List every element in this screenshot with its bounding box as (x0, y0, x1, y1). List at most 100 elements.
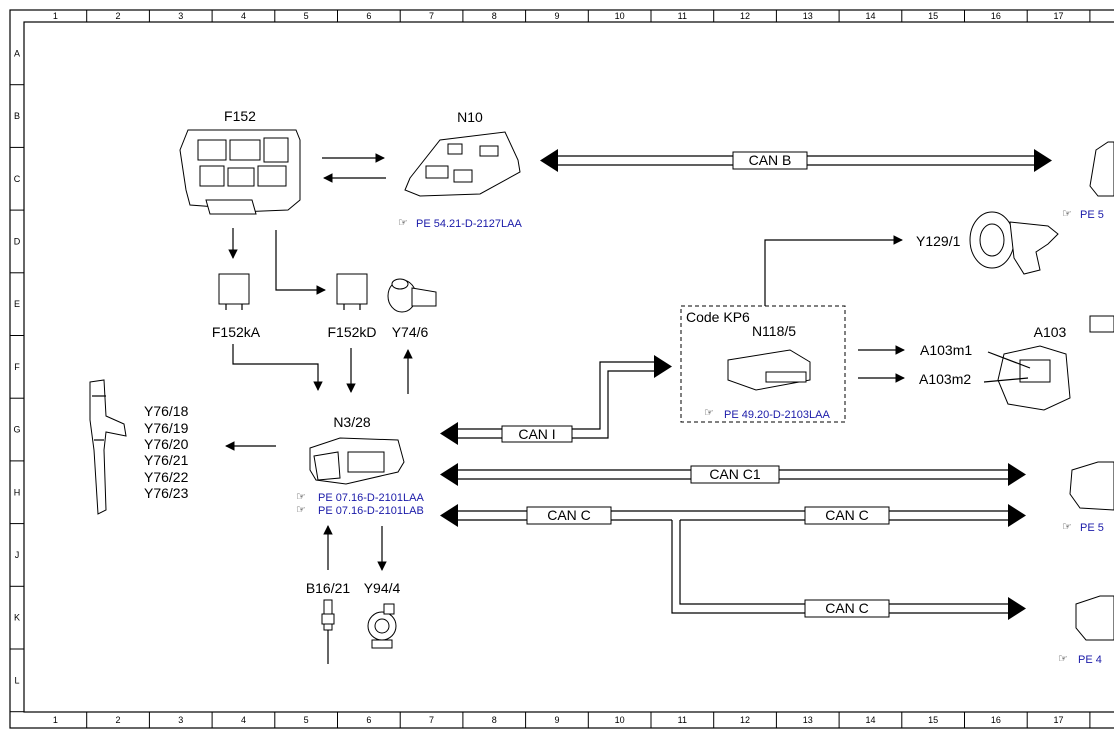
arrow-n118-to-y129 (764, 235, 903, 306)
row-label: J (15, 550, 20, 560)
module-n118-5-icon (727, 349, 811, 391)
valve-y74-6-icon (387, 278, 437, 313)
label-f152ka: F152kA (212, 324, 261, 340)
column-label: 17 (1054, 715, 1064, 725)
label-can-c1: CAN C1 (709, 466, 761, 482)
label-injector: Y76/21 (144, 452, 189, 468)
label-injector: Y76/23 (144, 485, 189, 501)
column-label: 1 (53, 11, 58, 21)
column-label: 12 (740, 715, 750, 725)
label-n10: N10 (457, 109, 483, 125)
injector-icon (89, 379, 127, 515)
label-injector: Y76/20 (144, 436, 189, 452)
label-code-kp6: Code KP6 (686, 309, 750, 325)
column-label: 8 (492, 715, 497, 725)
row-label: K (14, 613, 20, 623)
module-partial-mid-right-icon (1069, 461, 1114, 511)
row-label: E (14, 299, 20, 309)
column-label: 17 (1054, 11, 1064, 21)
column-label: 4 (241, 11, 246, 21)
column-label: 3 (178, 715, 183, 725)
valve-y94-4-icon (367, 603, 397, 649)
ref-link-right1[interactable]: PE 5 (1080, 209, 1104, 221)
relay-f152ka-icon (218, 273, 250, 310)
column-label: 6 (366, 11, 371, 21)
label-n3-28: N3/28 (333, 414, 371, 430)
row-label: F (14, 362, 20, 372)
label-can-c: CAN C (825, 507, 869, 523)
ref-icon-n3-b: ☞ (296, 504, 306, 516)
column-label: 5 (304, 11, 309, 21)
module-partial-top-right-icon (1089, 141, 1114, 197)
column-label: 9 (554, 11, 559, 21)
column-label: 15 (928, 11, 938, 21)
ref-icon-n3-a: ☞ (296, 491, 306, 503)
valve-y129-1-icon (969, 211, 1059, 275)
column-label: 13 (803, 715, 813, 725)
row-label: H (14, 487, 21, 497)
column-label: 4 (241, 715, 246, 725)
injector-labels: Y76/18 Y76/19 Y76/20 Y76/21 Y76/22 Y76/2… (144, 403, 189, 501)
label-injector: Y76/18 (144, 403, 189, 419)
ref-link-n3-b[interactable]: PE 07.16-D-2101LAB (318, 505, 424, 517)
column-label: 7 (429, 715, 434, 725)
ref-icon-n118: ☞ (704, 407, 714, 419)
column-label: 3 (178, 11, 183, 21)
row-label: D (14, 236, 21, 246)
column-label: 16 (991, 11, 1001, 21)
arrow-f152ka-to-n3 (232, 344, 323, 391)
label-a103m1: A103m1 (920, 342, 972, 358)
partial-box-right (1089, 315, 1114, 333)
label-b16-21: B16/21 (306, 580, 351, 596)
ref-icon-n10: ☞ (398, 217, 408, 229)
ref-link-right3[interactable]: PE 4 (1078, 654, 1102, 666)
ref-icon-right1: ☞ (1062, 208, 1072, 220)
ref-link-n118[interactable]: PE 49.20-D-2103LAA (724, 409, 830, 421)
row-label: L (14, 675, 19, 685)
actuator-a103-icon (983, 345, 1071, 411)
arrow-f152-to-f152kd (275, 230, 326, 295)
label-can-c: CAN C (825, 600, 869, 616)
column-label: 16 (991, 715, 1001, 725)
column-label: 2 (116, 11, 121, 21)
column-label: 5 (304, 715, 309, 725)
label-injector: Y76/19 (144, 420, 189, 436)
label-f152: F152 (224, 108, 256, 124)
column-label: 14 (865, 715, 875, 725)
label-injector: Y76/22 (144, 469, 189, 485)
label-a103m2: A103m2 (919, 371, 971, 387)
column-label: 14 (865, 11, 875, 21)
column-label: 2 (116, 715, 121, 725)
label-a103: A103 (1034, 324, 1067, 340)
label-y74-6: Y74/6 (392, 324, 429, 340)
can-c-bus: CAN C CAN C CAN C (440, 504, 1026, 620)
ref-link-right2[interactable]: PE 5 (1080, 522, 1104, 534)
can-b-bus: CAN B (540, 149, 1052, 172)
label-f152kd: F152kD (327, 324, 376, 340)
column-label: 6 (366, 715, 371, 725)
label-y129-1: Y129/1 (916, 233, 961, 249)
row-label: G (13, 425, 20, 435)
ref-link-n10[interactable]: PE 54.21-D-2127LAA (416, 218, 522, 230)
can-c1-bus: CAN C1 (440, 463, 1026, 486)
fuse-box-f152-icon (179, 129, 301, 215)
ref-link-n3-a[interactable]: PE 07.16-D-2101LAA (318, 492, 424, 504)
sensor-b16-21-icon (321, 599, 335, 664)
column-label: 11 (678, 11, 687, 21)
row-label: C (14, 174, 21, 184)
column-label: 8 (492, 11, 497, 21)
label-y94-4: Y94/4 (364, 580, 401, 596)
label-can-b: CAN B (749, 152, 792, 168)
ecu-n3-28-icon (309, 437, 405, 485)
column-label: 11 (678, 715, 687, 725)
column-label: 10 (615, 715, 625, 725)
can-i-bus: CAN I (440, 355, 672, 445)
column-label: 1 (53, 715, 58, 725)
column-label: 15 (928, 715, 938, 725)
column-label: 9 (554, 715, 559, 725)
label-can-c: CAN C (547, 507, 591, 523)
